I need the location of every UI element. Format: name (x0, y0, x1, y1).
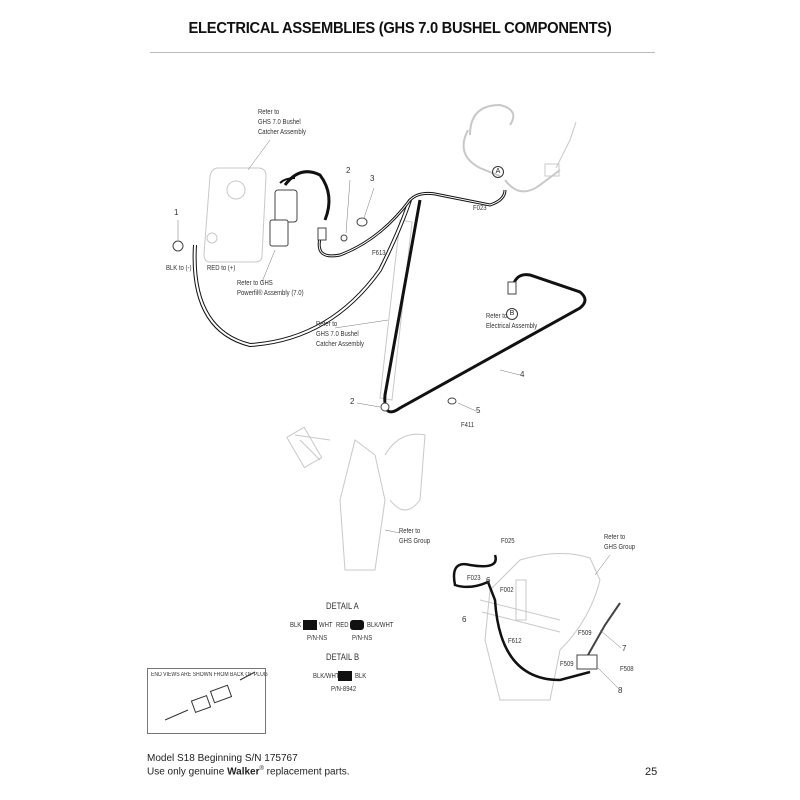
detail-b-pn: P/N-8942 (331, 686, 357, 693)
context-parts (203, 103, 601, 701)
fastener-f023: F023 (467, 575, 481, 582)
leader-lines (177, 139, 622, 689)
fastener-f023: F023 (473, 205, 487, 212)
detail-a-plug2-left: RED (336, 622, 349, 629)
item-6: 6 (462, 615, 467, 624)
switch (576, 654, 598, 670)
callout-line: Powerfil® Assembly (7.0) (237, 290, 304, 297)
callout-refer-catcher-top: Refer to GHS 7.0 Bushel Catcher Assembly (258, 108, 306, 138)
item-3: 3 (370, 174, 375, 183)
plug (317, 227, 327, 241)
detail-a-plug2-right: BLK/WHT (367, 622, 394, 629)
upper-harness (462, 103, 561, 193)
ghs-group-wire (452, 554, 591, 682)
detail-b-heading: DETAIL B (326, 652, 360, 662)
components (172, 189, 621, 670)
fastener-f025: F025 (501, 538, 515, 545)
actuator-motor (274, 189, 298, 223)
callout-line: Refer to GHS (237, 280, 273, 287)
detail-a-plug1-right: WHT (319, 622, 333, 629)
detail-a-heading: DETAIL A (326, 601, 359, 611)
red-to-label: RED to (+) (207, 265, 236, 272)
item-8: 8 (618, 686, 623, 695)
plug-icon-detail-a-1 (303, 620, 317, 630)
fastener-f508: F508 (620, 666, 634, 673)
plug-icon-detail-a-2 (350, 620, 364, 630)
detail-b-left: BLK/WHT (313, 673, 340, 680)
item-7: 7 (622, 644, 627, 653)
item-2: 2 (350, 397, 355, 406)
fastener-f613: F613 (372, 250, 386, 257)
footer-text: replacement parts. (263, 766, 350, 778)
fastener-f509: F509 (560, 661, 574, 668)
grommet (380, 402, 390, 412)
fastener-f411: F411 (461, 422, 475, 429)
detail-b-right: BLK (355, 673, 367, 680)
catcher-panel (203, 167, 267, 263)
page-title: ELECTRICAL ASSEMBLIES (GHS 7.0 BUSHEL CO… (188, 20, 612, 37)
callout-line: Refer to (316, 321, 338, 328)
battery-connector (172, 240, 184, 252)
footer-model: Model S18 Beginning S/N 175767 (147, 753, 298, 764)
callout-line: Catcher Assembly (316, 341, 364, 348)
ghs-group-body (484, 552, 601, 701)
item-5: 5 (476, 406, 481, 415)
fastener-f612: F612 (508, 638, 522, 645)
callout-refer-ghs-group-left: Refer to GHS Group (399, 527, 430, 547)
callout-line: GHS 7.0 Bushel (316, 331, 359, 338)
callout-line: Refer to (399, 528, 421, 535)
item-6: 6 (486, 576, 491, 585)
callout-line: GHS 7.0 Bushel (258, 119, 301, 126)
footer-brand: Walker (227, 766, 260, 778)
blk-to-label: BLK to (-) (166, 265, 192, 272)
plug-icon-detail-b (338, 671, 352, 681)
rail (379, 219, 413, 401)
marker-a: A (492, 166, 504, 178)
marker-b: B (506, 308, 518, 320)
ghs-logo (226, 180, 246, 200)
callout-refer-ghs-group-right: Refer to GHS Group (604, 533, 635, 553)
item-2: 2 (346, 166, 351, 175)
detail-a-plug1-pn: P/N-NS (307, 635, 328, 642)
footer-parts-note: Use only genuine Walker® replacement par… (147, 766, 350, 777)
chute (339, 433, 426, 571)
end-view-note-box: END VIEWS ARE SHOWN FROM BACK OF PLUG (147, 668, 268, 734)
end-view-note: END VIEWS ARE SHOWN FROM BACK OF PLUG (151, 672, 268, 678)
detail-a-plug2-pn: P/N-NS (352, 635, 373, 642)
detail-connectors (303, 620, 364, 681)
footer-reg-mark: ® (259, 766, 264, 772)
callout-refer-powerfil: Refer to GHS Powerfil® Assembly (7.0) (237, 279, 304, 299)
motor-wire (283, 170, 331, 221)
page-number: 25 (645, 766, 658, 778)
callout-refer-catcher-mid: Refer to GHS 7.0 Bushel Catcher Assembly (316, 320, 364, 350)
item-1: 1 (174, 208, 179, 217)
callout-line: Electrical Assembly (486, 323, 538, 330)
title-divider (150, 52, 655, 53)
main-harness (383, 199, 587, 414)
item-4: 4 (520, 370, 525, 379)
fastener-f509: F509 (578, 630, 592, 637)
footer-text: Use only genuine (147, 766, 228, 778)
callout-line: Catcher Assembly (258, 129, 306, 136)
callout-refer-electrical: Refer to Electrical Assembly (486, 312, 537, 332)
fastener-f002: F002 (500, 587, 514, 594)
wire-harnesses (192, 170, 591, 682)
callout-line: Refer to (486, 313, 508, 320)
callout-line: Refer to (258, 109, 280, 116)
callout-line: GHS Group (399, 538, 431, 545)
end-view-illustration (164, 671, 256, 721)
detail-a-plug1-left: BLK (290, 622, 302, 629)
callout-line: GHS Group (604, 544, 636, 551)
callout-line: Refer to (604, 534, 626, 541)
